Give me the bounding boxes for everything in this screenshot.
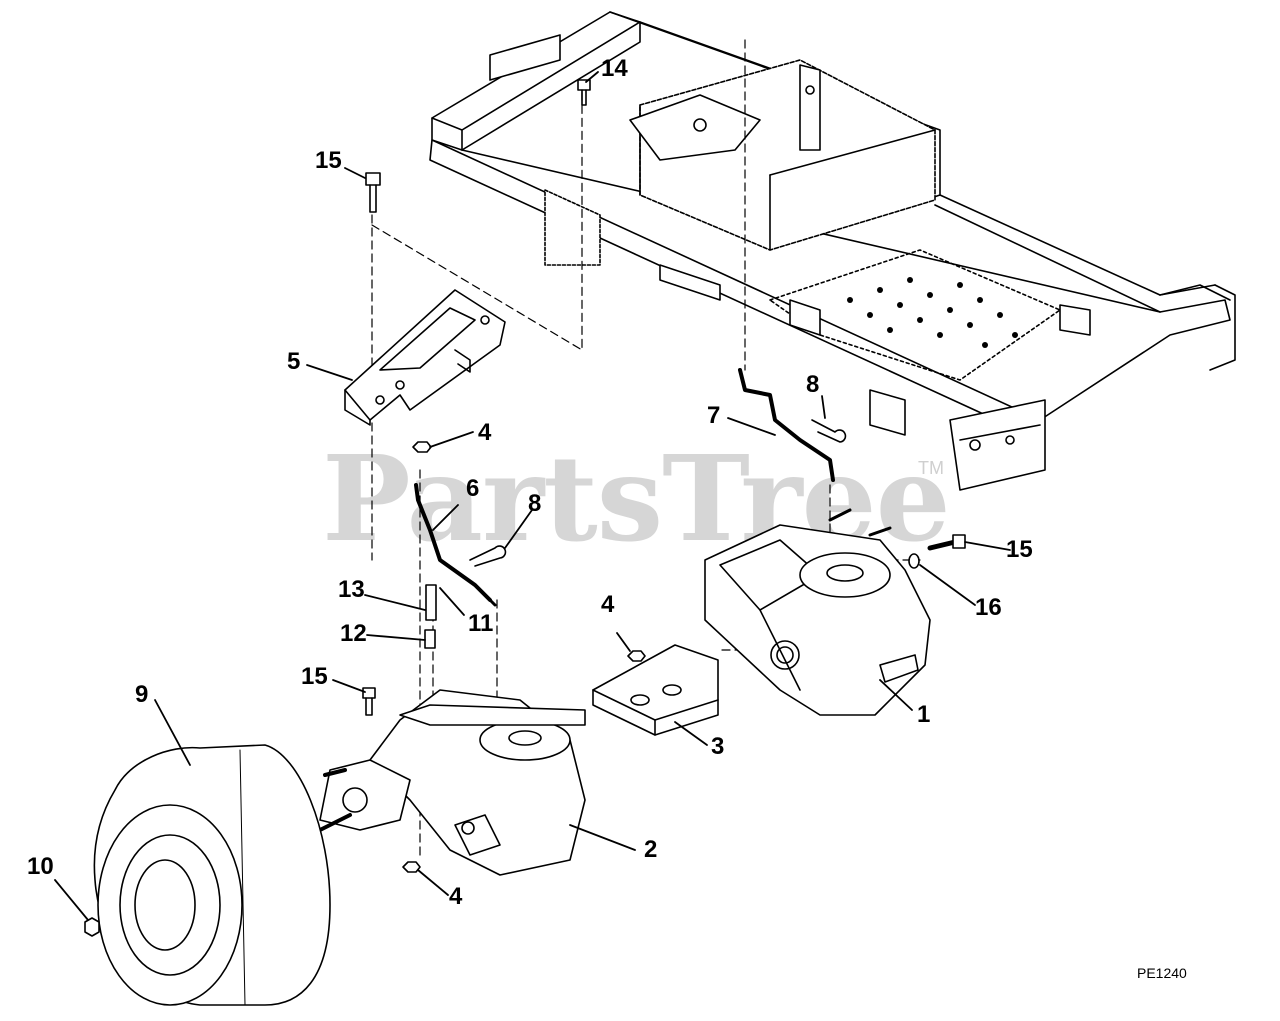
callout-8-right: 8 — [806, 371, 820, 398]
callout-15-right: 15 — [1006, 536, 1033, 563]
mower-frame — [429, 11, 1236, 491]
nut-4-middle — [627, 650, 646, 662]
nut-4-upper — [412, 441, 432, 453]
washer-16 — [908, 553, 920, 569]
callout-3: 3 — [711, 733, 725, 760]
transaxle-2 — [318, 689, 586, 876]
callout-8-left: 8 — [528, 490, 542, 517]
spacer-13 — [425, 584, 437, 621]
bracket-3 — [592, 644, 719, 736]
nut-4-lower — [402, 861, 421, 873]
control-rod-7 — [738, 368, 835, 482]
floor-holes — [847, 277, 1018, 348]
bolt-15-upper — [365, 172, 381, 213]
leader-lines — [54, 71, 1011, 921]
wheel-9 — [93, 744, 331, 1006]
callout-13: 13 — [338, 576, 365, 603]
callout-10: 10 — [27, 853, 54, 880]
callout-2: 2 — [644, 836, 658, 863]
callout-4-lower: 4 — [449, 883, 463, 910]
bracket-5 — [344, 289, 506, 426]
callout-1: 1 — [917, 701, 931, 728]
callout-6: 6 — [466, 475, 480, 502]
spacer-12 — [424, 629, 436, 649]
hairpin-8-right — [811, 419, 847, 443]
callout-12: 12 — [340, 620, 367, 647]
callout-9: 9 — [135, 681, 149, 708]
diagram-code: PE1240 — [1137, 965, 1187, 981]
callout-15-upper: 15 — [315, 147, 342, 174]
callout-15-lower: 15 — [301, 663, 328, 690]
transaxle-1 — [704, 508, 931, 716]
trademark-mark: TM — [918, 458, 944, 478]
callout-4-upper: 4 — [478, 419, 492, 446]
callout-7: 7 — [707, 402, 721, 429]
bolt-15-lower — [362, 687, 376, 716]
callout-16: 16 — [975, 594, 1002, 621]
callout-14: 14 — [601, 55, 628, 82]
bolt-15-right — [927, 534, 966, 551]
callout-11: 11 — [468, 610, 494, 637]
bolt-14 — [577, 79, 591, 106]
callout-5: 5 — [287, 348, 301, 375]
control-rod-6 — [414, 483, 497, 607]
callout-4-middle: 4 — [601, 591, 615, 618]
nut-10 — [84, 917, 100, 937]
hairpin-8-left — [469, 545, 507, 567]
